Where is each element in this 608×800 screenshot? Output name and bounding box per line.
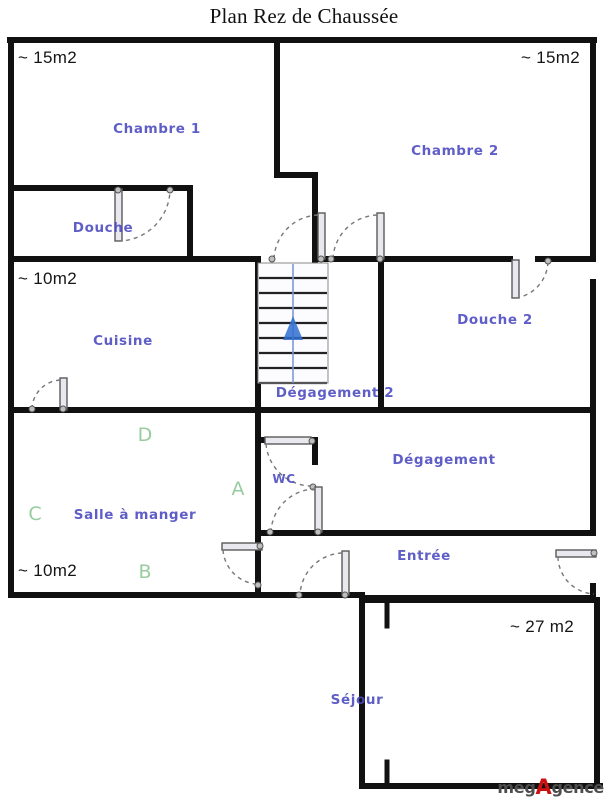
sejour-walls [359, 595, 603, 789]
door-stop [314, 528, 322, 536]
door-swing-arc [222, 549, 256, 585]
door-hinge [327, 255, 335, 263]
stair-outline [257, 262, 329, 384]
door-hinge [114, 186, 122, 194]
door-entree-exterior [555, 549, 598, 595]
door-hinge [256, 542, 264, 550]
brand-logo: megAgence [497, 777, 604, 798]
brand-text-post: gence [551, 778, 604, 797]
door-hinge [28, 405, 36, 413]
door-stop [317, 255, 325, 263]
staircase [257, 262, 329, 385]
door-hinge [544, 257, 552, 265]
door-leaf [314, 486, 323, 533]
page-title: Plan Rez de Chaussée [209, 4, 399, 28]
door-douche2 [511, 257, 552, 299]
door-leaf [59, 377, 68, 411]
door-hinge [295, 591, 303, 599]
door-stop [59, 405, 67, 413]
door-leaf [264, 436, 312, 445]
door-swing-arc [117, 188, 171, 242]
door-hinge [590, 549, 598, 557]
brand-text-pre: meg [497, 778, 536, 797]
door-leaf [555, 549, 597, 558]
door-swing-arc [299, 552, 343, 595]
door-entree-sejour [295, 550, 350, 599]
wall-chambre-divider [274, 40, 318, 265]
door-degagement-wc [266, 486, 323, 536]
door-leaf [341, 550, 350, 596]
door-stop [166, 186, 174, 194]
door-salle-entree [221, 542, 264, 589]
door-leaf [376, 212, 385, 260]
door-leaf [317, 212, 326, 260]
door-hinge [308, 437, 316, 445]
door-stop [254, 581, 262, 589]
door-douche [114, 186, 174, 242]
door-swing-arc [31, 379, 61, 409]
door-hinge [268, 255, 276, 263]
door-cuisine [28, 377, 68, 413]
door-swing-arc [515, 261, 549, 299]
stair-up-arrow-icon [283, 316, 303, 340]
exterior-walls [7, 37, 597, 603]
door-leaf [511, 259, 520, 299]
door-hinge [266, 528, 274, 536]
door-swing-arc [557, 556, 595, 595]
door-leaf [221, 542, 263, 551]
door-wc [264, 436, 317, 491]
walls-group [7, 37, 603, 789]
door-degagement2-left [268, 212, 326, 263]
interior-walls [8, 40, 596, 601]
door-stop [341, 591, 349, 599]
doors-group [28, 186, 598, 599]
door-degagement2-right [327, 212, 385, 263]
door-swing-arc [265, 443, 311, 487]
door-stop [376, 255, 384, 263]
door-swing-arc [270, 488, 316, 532]
door-swing-arc [332, 214, 378, 259]
brand-accent-letter: A [535, 775, 552, 799]
door-leaf [114, 188, 123, 242]
door-swing-arc [273, 214, 319, 259]
